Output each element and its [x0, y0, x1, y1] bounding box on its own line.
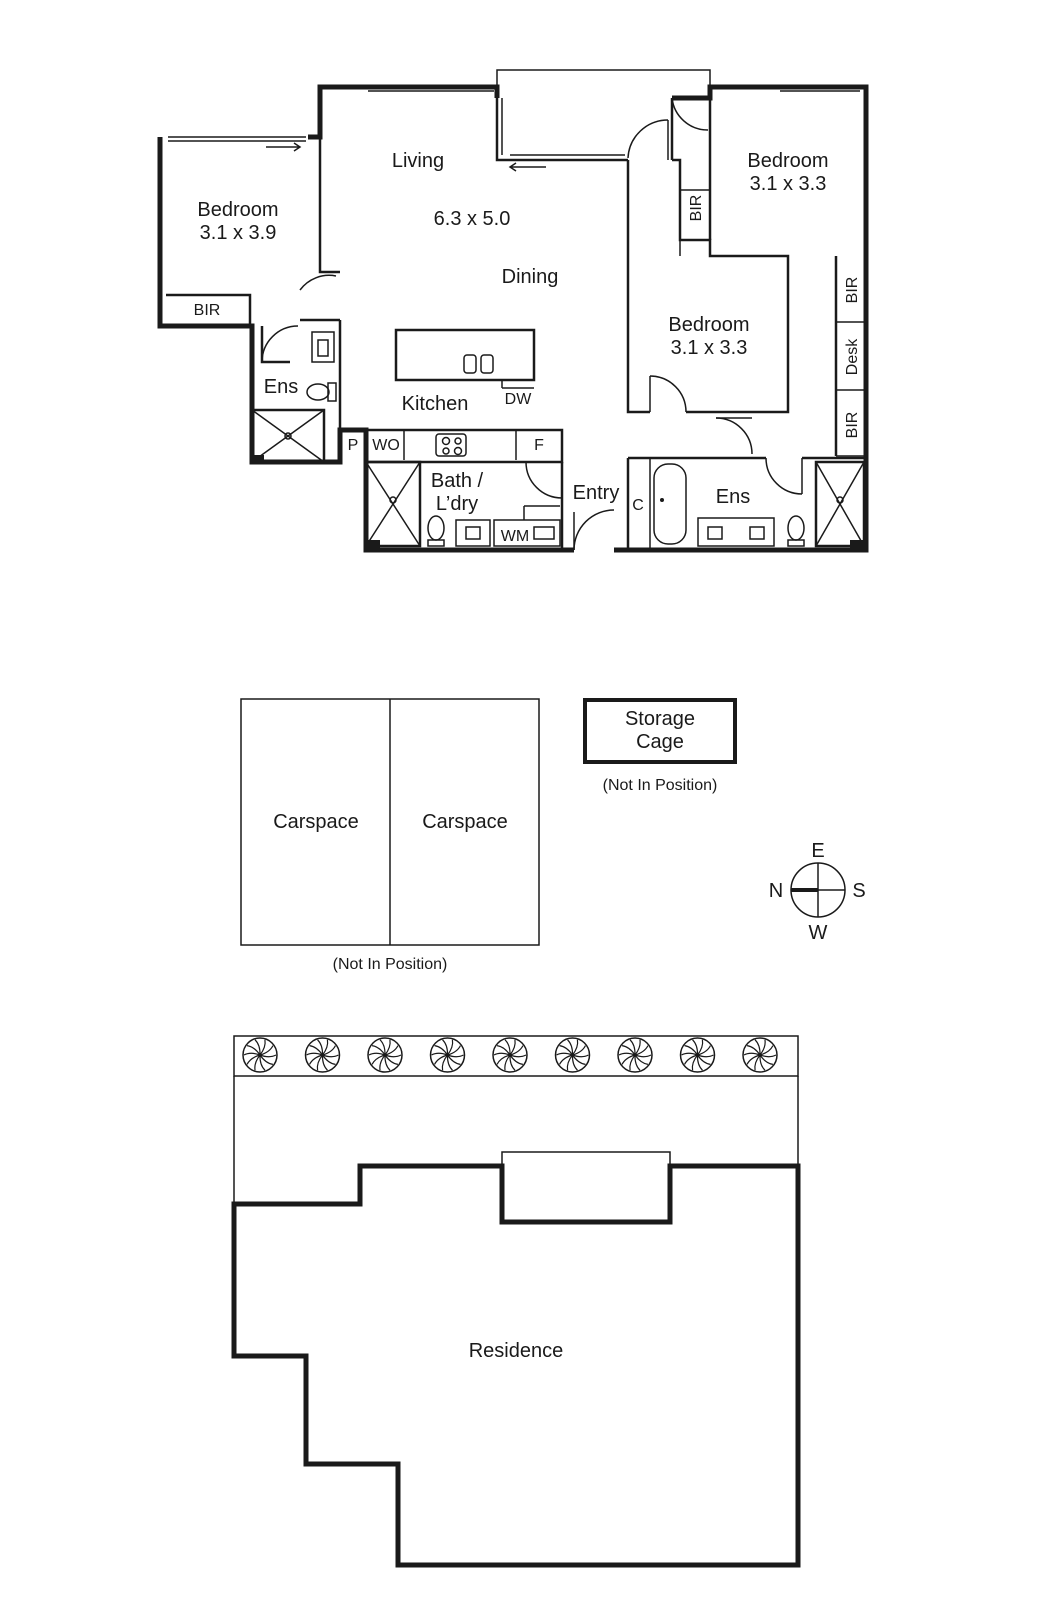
- label-desk: Desk: [844, 338, 861, 375]
- label-bedroom-center: Bedroom: [668, 314, 749, 336]
- tree-icon: [492, 1037, 528, 1073]
- compass-icon: [790, 862, 846, 918]
- compass-south: S: [852, 880, 865, 902]
- label-bedroom-right-dims: 3.1 x 3.3: [750, 173, 827, 195]
- label-dishwasher: DW: [505, 391, 533, 408]
- compass-east: E: [811, 840, 824, 862]
- label-washing-machine: WM: [501, 528, 529, 545]
- site-plan: [231, 1035, 801, 1568]
- label-entry: Entry: [573, 482, 620, 504]
- tree-icon: [742, 1037, 778, 1073]
- storage-cage-box: [583, 698, 737, 764]
- label-ens-left: Ens: [264, 376, 298, 398]
- label-bath: Bath /: [431, 470, 484, 492]
- apartment-plan: [157, 69, 869, 553]
- label-carspace-2: Carspace: [422, 811, 508, 833]
- tree-icon: [679, 1037, 716, 1073]
- tree-icon: [367, 1037, 403, 1073]
- label-bedroom-center-dims: 3.1 x 3.3: [671, 337, 748, 359]
- label-bir-right-2: BIR: [844, 412, 861, 439]
- tree-icon: [554, 1037, 591, 1073]
- label-bir-top: BIR: [688, 195, 705, 222]
- label-bedroom-left: Bedroom: [197, 199, 278, 221]
- label-residence: Residence: [469, 1340, 564, 1362]
- label-ens-right: Ens: [716, 486, 750, 508]
- label-laundry: L’dry: [436, 493, 478, 515]
- label-wall-oven: WO: [372, 437, 400, 454]
- tree-icon: [304, 1037, 341, 1073]
- tree-icon: [242, 1037, 278, 1073]
- label-cage: Cage: [636, 731, 684, 753]
- label-carspace-not-in-position: (Not In Position): [333, 956, 448, 973]
- label-kitchen: Kitchen: [402, 393, 469, 415]
- trees: [242, 1037, 778, 1073]
- label-cupboard: C: [632, 497, 644, 514]
- label-living-dims: 6.3 x 5.0: [434, 208, 511, 230]
- label-bedroom-right: Bedroom: [747, 150, 828, 172]
- label-storage: Storage: [625, 708, 695, 730]
- label-living: Living: [392, 150, 444, 172]
- compass-north: N: [769, 880, 783, 902]
- carspaces: [240, 698, 540, 946]
- label-bedroom-left-dims: 3.1 x 3.9: [200, 222, 277, 244]
- label-storage-not-in-position: (Not In Position): [603, 777, 718, 794]
- label-bir-left: BIR: [194, 302, 221, 319]
- compass-west: W: [809, 922, 828, 944]
- label-pantry: P: [348, 437, 359, 454]
- label-fridge: F: [534, 437, 544, 454]
- tree-icon: [617, 1037, 653, 1073]
- tree-icon: [429, 1037, 466, 1073]
- label-bir-right-1: BIR: [844, 277, 861, 304]
- label-carspace-1: Carspace: [273, 811, 359, 833]
- label-dining: Dining: [502, 266, 559, 288]
